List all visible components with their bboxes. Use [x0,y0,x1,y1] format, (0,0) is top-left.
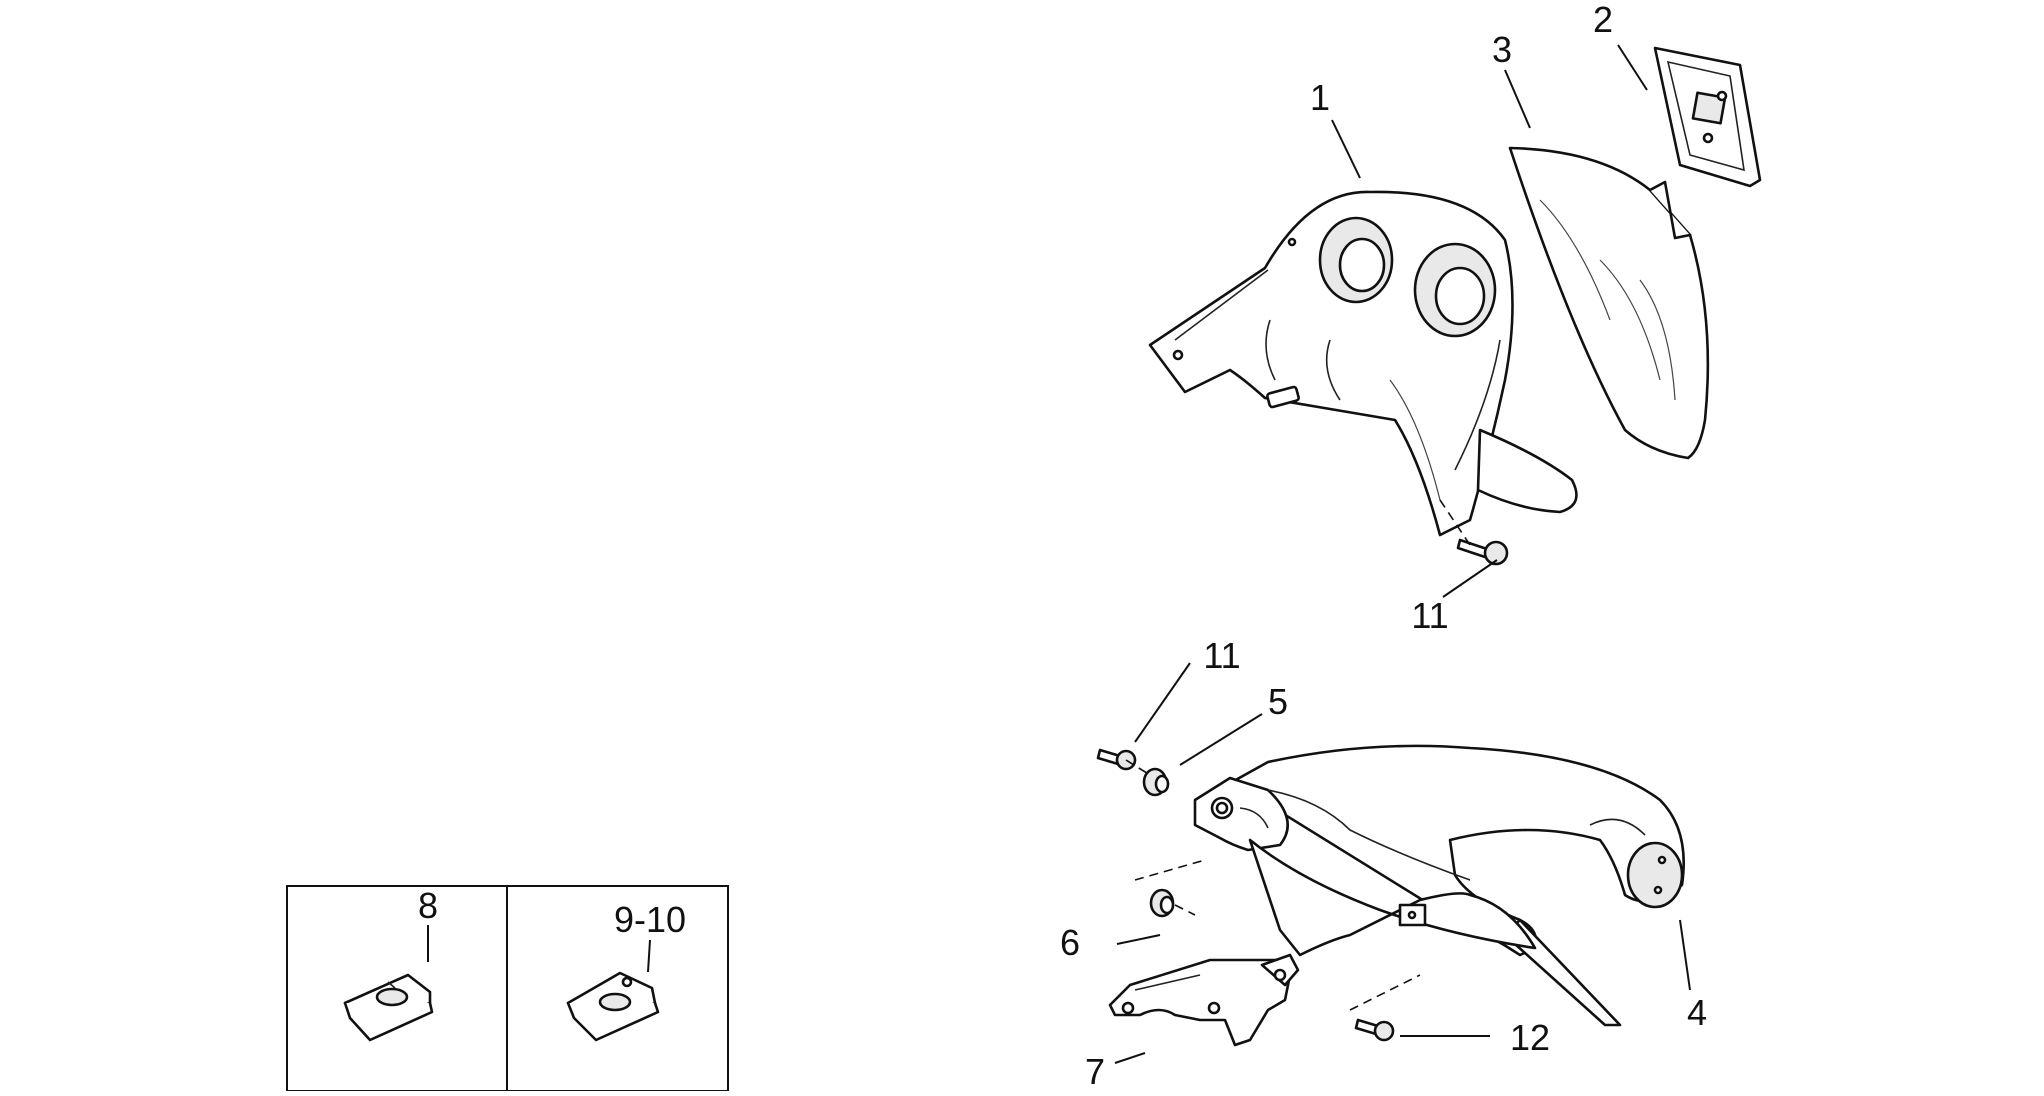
callout-4: 4 [1687,992,1707,1033]
callout-7: 7 [1085,1051,1105,1091]
part-3-headlight-lens [1508,146,1710,460]
part-9-10-spring-clip [566,971,660,1042]
part-6-bushing [1134,859,1206,918]
callout-11-lower: 11 [1203,635,1240,676]
part-5-bushing [1142,767,1170,797]
callout-9-10: 9-10 [614,899,686,940]
part-1-headlight-cowl [1148,190,1578,537]
part-11-screw-lower [1096,748,1151,776]
callout-11-upper: 11 [1411,595,1448,636]
part-7-bracket [1108,953,1300,1047]
inner-mudguard-piece [1193,776,1537,957]
callout-12: 12 [1510,1017,1550,1058]
callout-3: 3 [1492,29,1512,70]
callout-5: 5 [1268,681,1288,722]
callout-labels: 1 2 3 11 11 5 6 7 12 4 8 9-10 [418,0,1707,1092]
part-8-spring-clip [343,973,434,1042]
clips-inset-box [286,885,729,1092]
callout-6: 6 [1060,922,1080,963]
part-11-screw-upper [1439,499,1509,566]
callout-8: 8 [418,885,438,926]
callout-2: 2 [1593,0,1613,40]
part-2-reflector-plate [1653,46,1762,188]
leader-lines [427,44,1691,1064]
callout-1: 1 [1310,77,1330,118]
part-12-screw [1349,974,1421,1042]
